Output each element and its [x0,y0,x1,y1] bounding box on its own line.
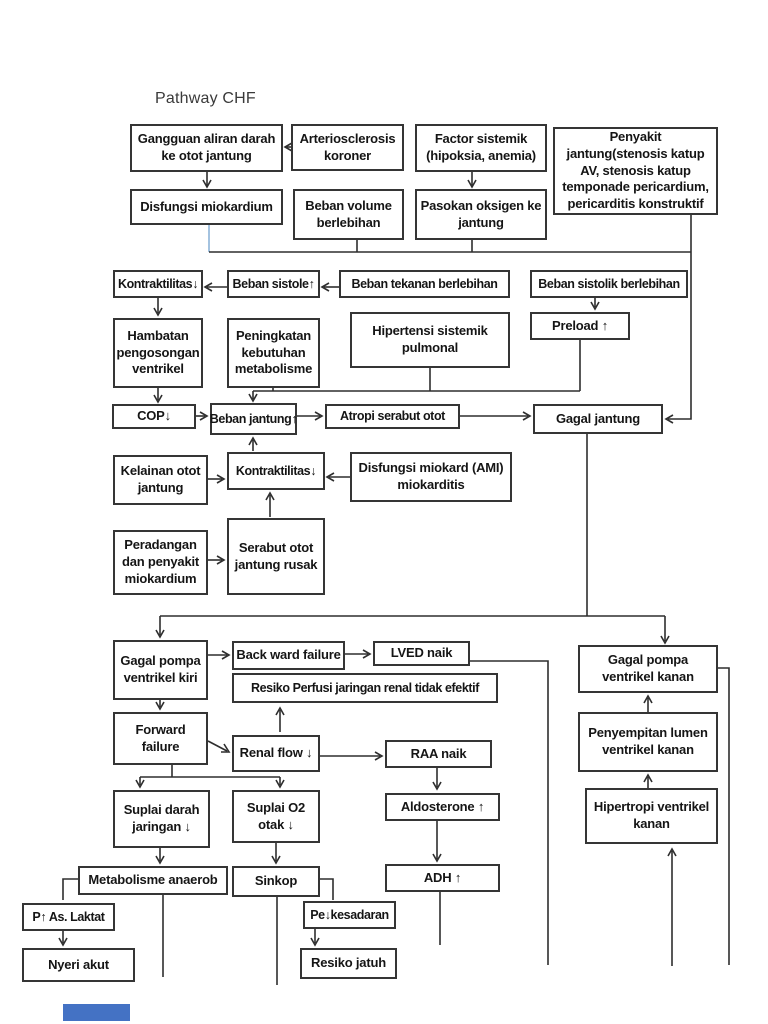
node-lved-naik: LVED naik [373,641,470,666]
node-suplai-o2: Suplai O2 otak ↓ [232,790,320,843]
node-renal-flow: Renal flow ↓ [232,735,320,772]
bottom-blue-highlight [63,1004,130,1021]
node-kontraktilitas-1: Kontraktilitas↓ [113,270,203,298]
node-disfungsi-miokardium: Disfungsi miokardium [130,189,283,225]
node-aldosterone: Aldosterone ↑ [385,793,500,821]
node-peradangan: Peradangan dan penyakit miokardium [113,530,208,595]
node-hambatan-pengosongan: Hambatan pengosongan ventrikel [113,318,203,388]
node-arteriosclerosis: Arteriosclerosis koroner [291,124,404,171]
node-hipertropi: Hipertropi ventrikel kanan [585,788,718,844]
node-resiko-jatuh: Resiko jatuh [300,948,397,979]
node-beban-sistolik: Beban sistolik berlebihan [530,270,688,298]
node-penyempitan-lumen: Penyempitan lumen ventrikel kanan [578,712,718,772]
node-beban-tekanan: Beban tekanan berlebihan [339,270,510,298]
node-suplai-darah: Suplai darah jaringan ↓ [113,790,210,848]
node-gagal-jantung: Gagal jantung [533,404,663,434]
node-kelainan-otot: Kelainan otot jantung [113,455,208,505]
node-penyakit-jantung: Penyakit jantung(stenosis katup AV, sten… [553,127,718,215]
page-title: Pathway CHF [155,90,256,107]
node-beban-jantung: Beban jantung↑ [210,403,298,435]
node-cop: COP↓ [112,404,196,429]
node-preload: Preload ↑ [530,312,630,340]
node-nyeri-akut: Nyeri akut [22,948,135,982]
node-adh: ADH ↑ [385,864,500,892]
node-beban-sistole: Beban sistole↑ [227,270,320,298]
node-raa-naik: RAA naik [385,740,492,768]
node-pe-kesadaran: Pe↓kesadaran [303,901,396,929]
node-kontraktilitas-2: Kontraktilitas↓ [227,452,325,490]
node-gangguan-aliran: Gangguan aliran darah ke otot jantung [130,124,283,172]
node-peningkatan-metabolisme: Peningkatan kebutuhan metabolisme [227,318,320,388]
node-sinkop: Sinkop [232,866,320,897]
node-backward-failure: Back ward failure [232,641,345,670]
node-serabut-rusak: Serabut otot jantung rusak [227,518,325,595]
node-as-laktat: P↑ As. Laktat [22,903,115,931]
node-gagal-pompa-kiri: Gagal pompa ventrikel kiri [113,640,208,700]
node-resiko-perfusi: Resiko Perfusi jaringan renal tidak efek… [232,673,498,703]
node-forward-failure: Forward failure [113,712,208,765]
node-metabolisme-anaerob: Metabolisme anaerob [78,866,228,895]
node-gagal-pompa-kanan: Gagal pompa ventrikel kanan [578,645,718,693]
node-atropi: Atropi serabut otot [325,404,460,429]
node-hipertensi: Hipertensi sistemik pulmonal [350,312,510,368]
node-pasokan-oksigen: Pasokan oksigen ke jantung [415,189,547,240]
node-beban-volume: Beban volume berlebihan [293,189,404,240]
node-factor-sistemik: Factor sistemik (hipoksia, anemia) [415,124,547,172]
node-disfungsi-miokard-ami: Disfungsi miokard (AMI) miokarditis [350,452,512,502]
